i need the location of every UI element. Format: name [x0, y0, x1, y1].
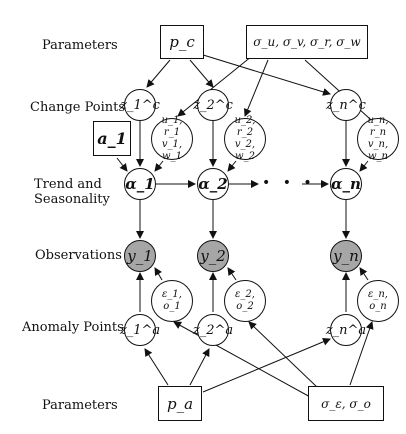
label-trend-line1: Trend and	[34, 177, 102, 192]
node-alpha2-text: α_2	[198, 175, 228, 193]
node-uv2-line1: u_2, r_2	[234, 115, 256, 138]
label-anomaly-points: Anomaly Points	[22, 320, 124, 335]
node-z1c: z_1^c	[120, 89, 160, 121]
node-uvn-line1: u_n, r_n	[367, 115, 389, 138]
node-z1c-text: z_1^c	[120, 97, 160, 113]
node-z2a: z_2^a	[193, 314, 233, 346]
edge-a1-alpha1	[116, 157, 128, 172]
node-y2-text: y_2	[200, 247, 226, 265]
edge-pc-znc	[199, 53, 331, 96]
node-z1a: z_1^a	[120, 314, 160, 346]
edge-eo1-y1	[154, 267, 163, 281]
node-z2c: z_2^c	[193, 89, 233, 121]
node-znc: z_n^c	[326, 89, 366, 121]
edge-sig-eon	[349, 321, 374, 386]
node-alpha1-text: α_1	[125, 175, 155, 193]
edge-pa-zna	[202, 338, 331, 393]
param-pc-text: p_c	[169, 33, 195, 51]
node-uvn-line2: v_n, w_n	[367, 139, 389, 162]
label-change-points: Change Points	[30, 100, 126, 115]
param-box-pa: p_a	[158, 386, 202, 421]
param-sigma-bottom-text: σ_ε, σ_o	[321, 396, 371, 411]
param-sigma-top-text: σ_u, σ_v, σ_r, σ_w	[253, 35, 361, 49]
node-z1a-text: z_1^a	[119, 322, 161, 338]
edge-sig-uv2	[243, 59, 269, 117]
param-box-sigma-top: σ_u, σ_v, σ_r, σ_w	[246, 25, 368, 59]
edge-eo2-y2	[227, 267, 237, 281]
label-trend-line2: Seasonality	[34, 192, 110, 207]
node-alphan: α_n	[330, 168, 362, 200]
edge-uv2-a2	[227, 160, 237, 172]
node-eon-text: ε_n, o_n	[368, 289, 388, 312]
param-a1-text: a_1	[97, 129, 127, 148]
node-eo2: ε_2, o_2	[224, 280, 266, 322]
edge-pa-z2a	[189, 348, 210, 386]
node-y2: y_2	[197, 240, 229, 272]
node-yn: y_n	[330, 240, 362, 272]
node-alpha1: α_1	[124, 168, 156, 200]
node-z2c-text: z_2^c	[193, 97, 233, 113]
node-eon: ε_n, o_n	[357, 280, 399, 322]
label-observations: Observations	[35, 248, 122, 263]
ellipsis: • • •	[262, 175, 316, 191]
node-eo1-text: ε_1, o_1	[162, 289, 182, 312]
node-znc-text: z_n^c	[326, 97, 366, 113]
node-alpha2: α_2	[197, 168, 229, 200]
edge-pc-z2c	[189, 59, 214, 88]
node-eo2-text: ε_2, o_2	[235, 289, 255, 312]
node-yn-text: y_n	[333, 247, 359, 265]
param-pa-text: p_a	[166, 394, 194, 413]
param-box-pc: p_c	[160, 25, 204, 59]
label-parameters-bottom: Parameters	[42, 398, 118, 413]
node-uv2-line2: v_2, w_2	[234, 139, 256, 162]
node-zna: z_n^a	[326, 314, 366, 346]
node-y1-text: y_1	[127, 247, 153, 265]
node-uv1-line1: u_1, r_1	[161, 115, 183, 138]
node-eo1: ε_1, o_1	[151, 280, 193, 322]
node-uv1-line2: v_1, w_1	[161, 139, 183, 162]
edge-eon-yn	[359, 267, 369, 281]
edge-sig-uv1	[177, 55, 253, 117]
param-box-sigma-bottom: σ_ε, σ_o	[308, 386, 384, 421]
edge-uv1-a1	[154, 160, 164, 172]
edge-pc-z1c	[146, 59, 171, 88]
node-y1: y_1	[124, 240, 156, 272]
edge-sig-eo2	[248, 321, 319, 389]
node-alphan-text: α_n	[331, 175, 361, 193]
edge-pa-z1a	[144, 348, 169, 386]
param-box-a1: a_1	[93, 121, 131, 156]
edge-uvn-an	[359, 160, 369, 172]
node-z2a-text: z_2^a	[192, 322, 234, 338]
node-zna-text: z_n^a	[325, 322, 367, 338]
label-parameters-top: Parameters	[42, 38, 118, 53]
